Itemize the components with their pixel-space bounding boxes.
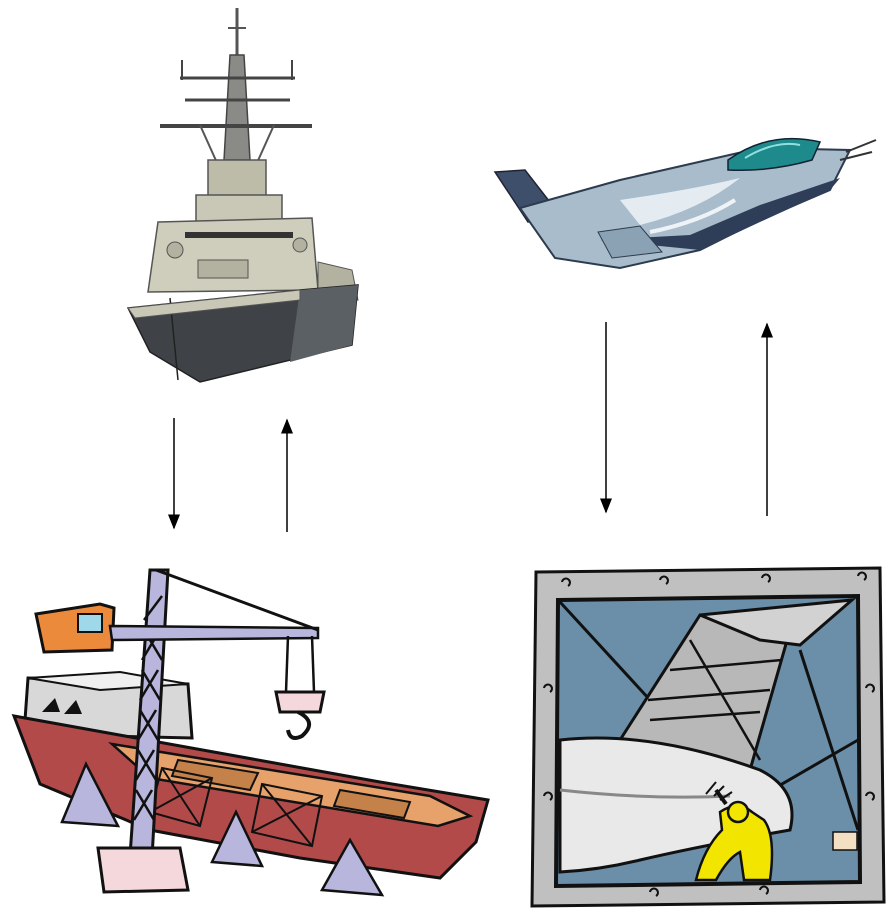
warship-icon	[128, 8, 358, 382]
aircraft-maintenance-icon	[532, 568, 884, 906]
shipyard-crane-icon	[14, 570, 488, 895]
fighter-jet-icon	[495, 139, 876, 268]
